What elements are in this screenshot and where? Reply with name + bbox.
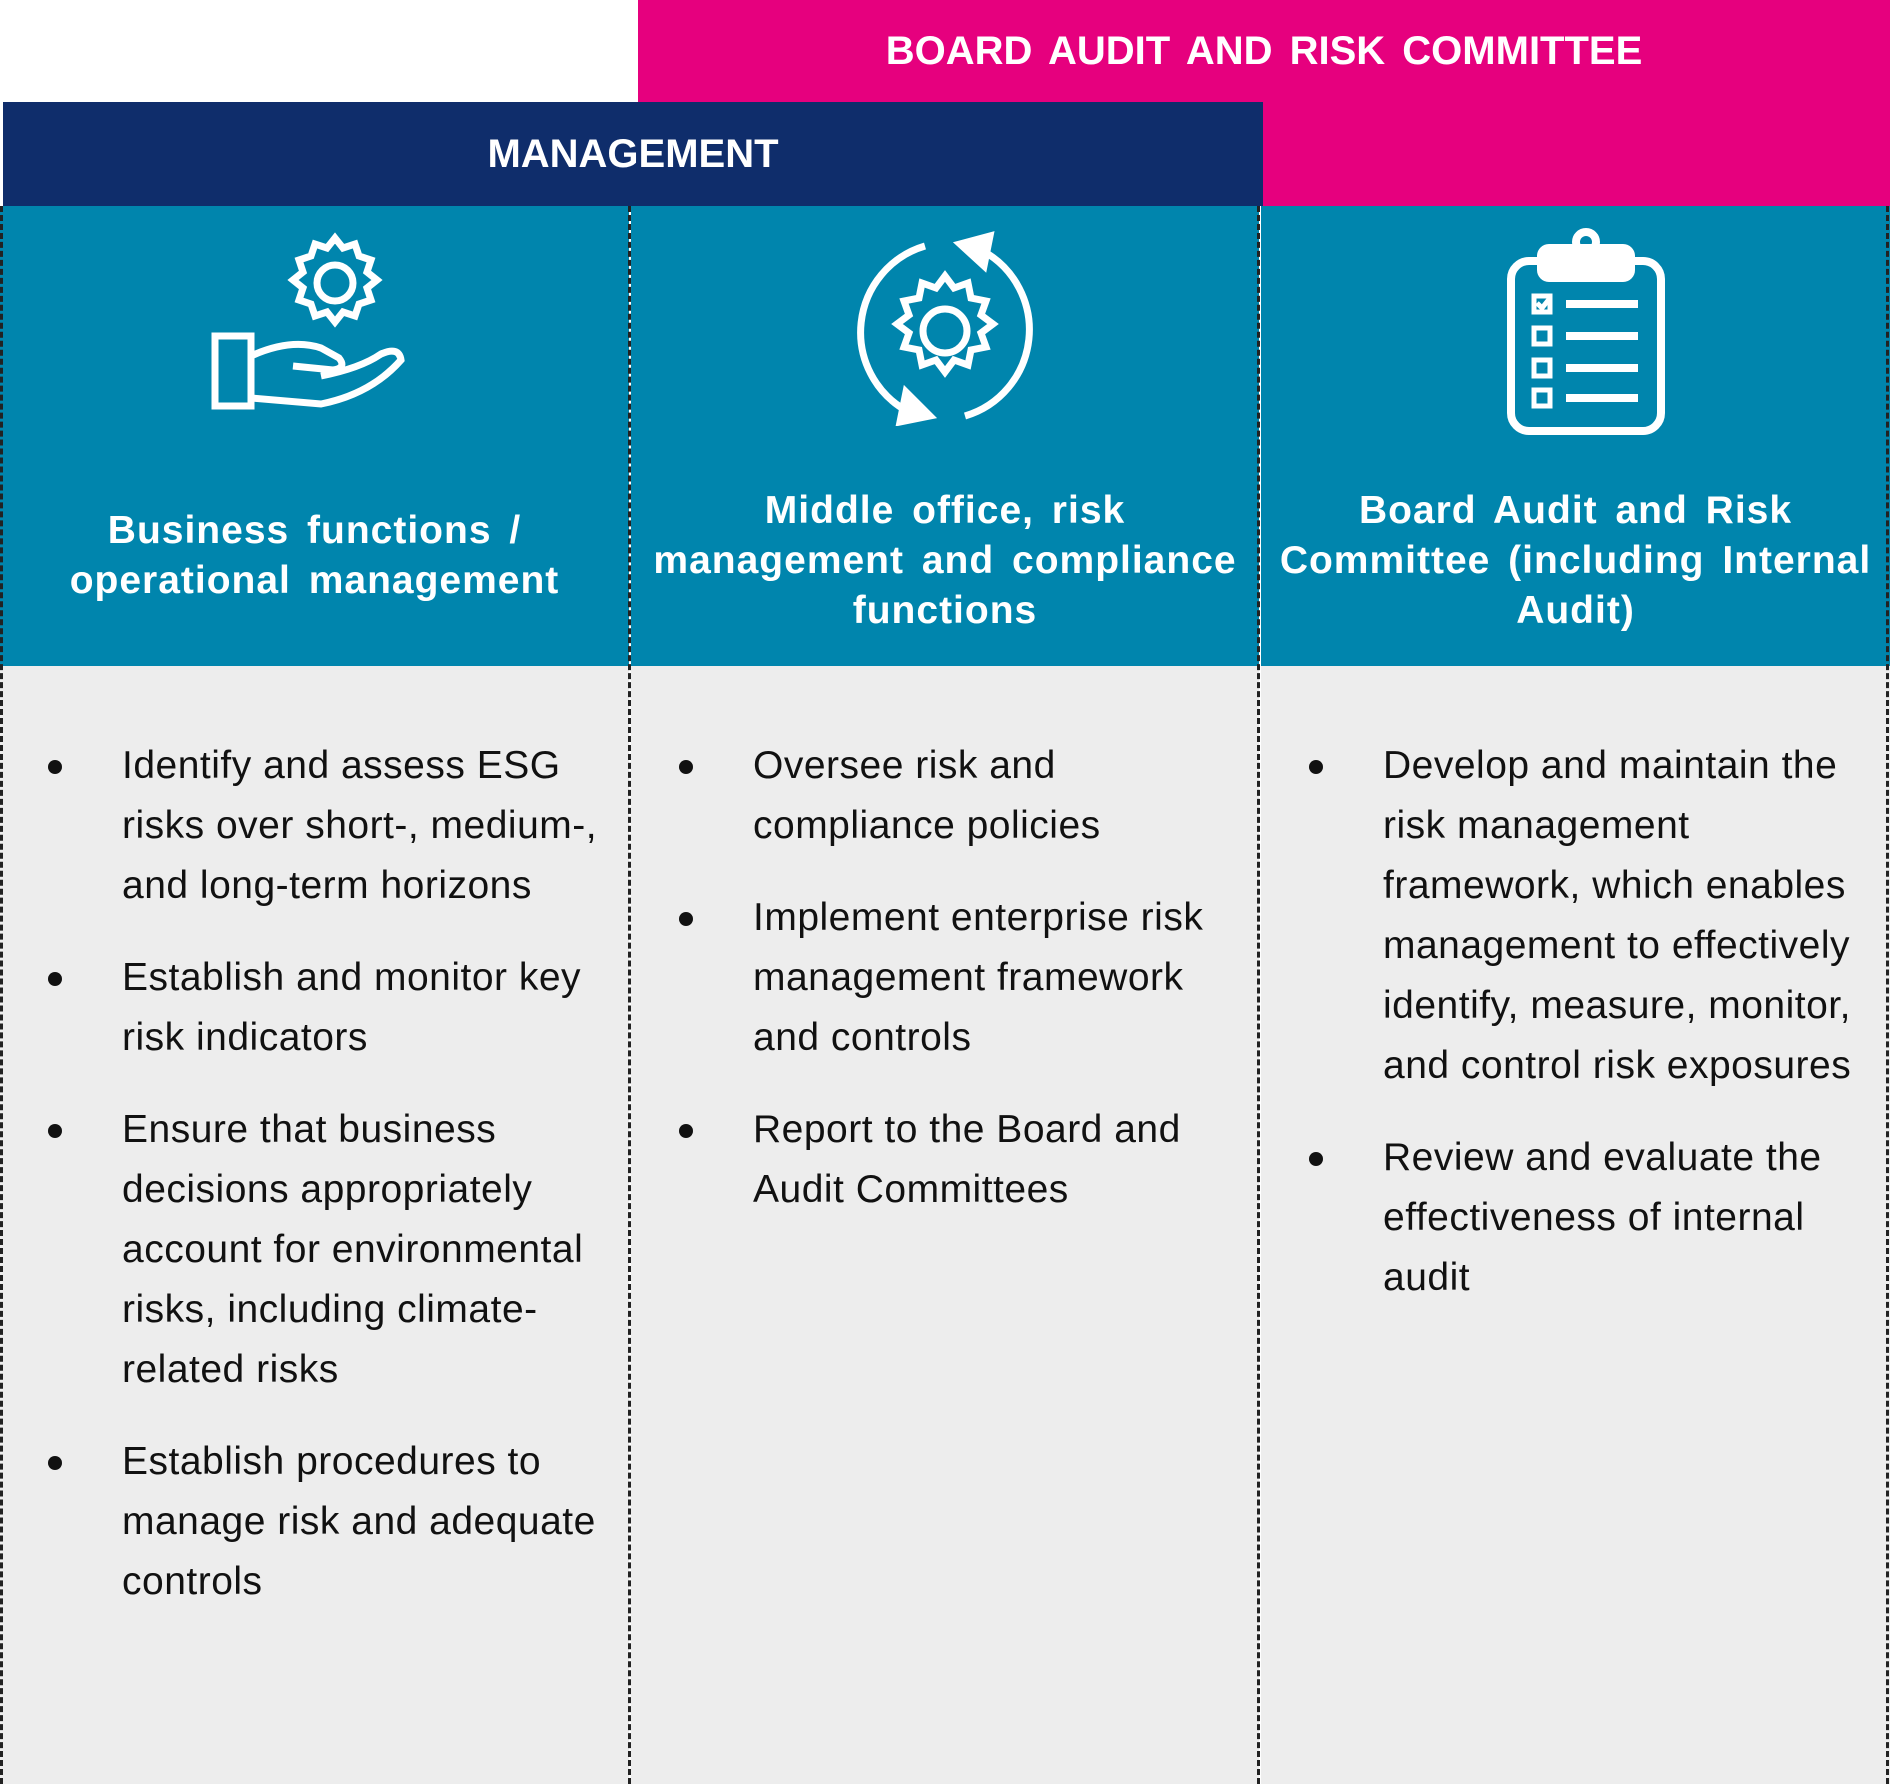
- column-divider: [0, 206, 3, 1784]
- responsibility-list: Identify and assess ESG risks over short…: [0, 666, 629, 1612]
- list-item: Identify and assess ESG risks over short…: [0, 736, 599, 916]
- bullet-icon: [48, 1456, 62, 1470]
- responsibility-list: Oversee risk and compliance policies Imp…: [631, 666, 1259, 1220]
- column-divider: [1886, 206, 1889, 1784]
- gear-cycle-icon: [631, 226, 1259, 446]
- management-band: MANAGEMENT: [3, 102, 1263, 206]
- bullet-icon: [1309, 760, 1323, 774]
- list-item: Review and evaluate the effectiveness of…: [1261, 1128, 1860, 1308]
- bullet-icon: [48, 1124, 62, 1138]
- list-item: Establish procedures to manage risk and …: [0, 1432, 599, 1612]
- list-item: Oversee risk and compliance policies: [631, 736, 1229, 856]
- bullet-icon: [48, 760, 62, 774]
- list-item: Implement enterprise risk management fra…: [631, 888, 1229, 1068]
- column-title: Board Audit and Risk Committee (includin…: [1279, 489, 1872, 632]
- column-business-functions: Business functions / operational managem…: [0, 206, 629, 1784]
- item-text: Oversee risk and compliance policies: [753, 744, 1101, 847]
- bullet-icon: [679, 760, 693, 774]
- column-header: Board Audit and Risk Committee (includin…: [1261, 206, 1890, 666]
- bullet-icon: [1309, 1152, 1323, 1166]
- item-text: Establish and monitor key risk indicator…: [122, 956, 582, 1059]
- clipboard-checklist-icon: [1261, 226, 1890, 446]
- item-text: Develop and maintain the risk management…: [1383, 744, 1852, 1087]
- item-text: Report to the Board and Audit Committees: [753, 1108, 1181, 1211]
- list-item: Develop and maintain the risk management…: [1261, 736, 1860, 1096]
- bullet-icon: [48, 972, 62, 986]
- column-header: Middle office, risk management and compl…: [631, 206, 1259, 666]
- column-divider: [1257, 206, 1260, 1784]
- list-item: Report to the Board and Audit Committees: [631, 1100, 1229, 1220]
- column-title: Middle office, risk management and compl…: [653, 489, 1237, 632]
- responsibility-list: Develop and maintain the risk management…: [1261, 666, 1890, 1308]
- item-text: Review and evaluate the effectiveness of…: [1383, 1136, 1822, 1299]
- board-committee-label: BOARD AUDIT AND RISK COMMITTEE: [885, 28, 1643, 73]
- column-header: Business functions / operational managem…: [0, 206, 629, 666]
- list-item: Ensure that business decisions appropria…: [0, 1100, 599, 1400]
- list-item: Establish and monitor key risk indicator…: [0, 948, 599, 1068]
- column-board-audit: Board Audit and Risk Committee (includin…: [1261, 206, 1890, 1784]
- hand-gear-icon: [0, 226, 629, 446]
- column-title: Business functions / operational managem…: [69, 509, 560, 602]
- item-text: Ensure that business decisions appropria…: [122, 1108, 584, 1391]
- bullet-icon: [679, 912, 693, 926]
- item-text: Identify and assess ESG risks over short…: [122, 744, 598, 907]
- column-middle-office: Middle office, risk management and compl…: [631, 206, 1259, 1784]
- item-text: Implement enterprise risk management fra…: [753, 896, 1204, 1059]
- management-label: MANAGEMENT: [487, 131, 779, 176]
- column-divider: [628, 206, 631, 1784]
- bullet-icon: [679, 1124, 693, 1138]
- item-text: Establish procedures to manage risk and …: [122, 1440, 596, 1603]
